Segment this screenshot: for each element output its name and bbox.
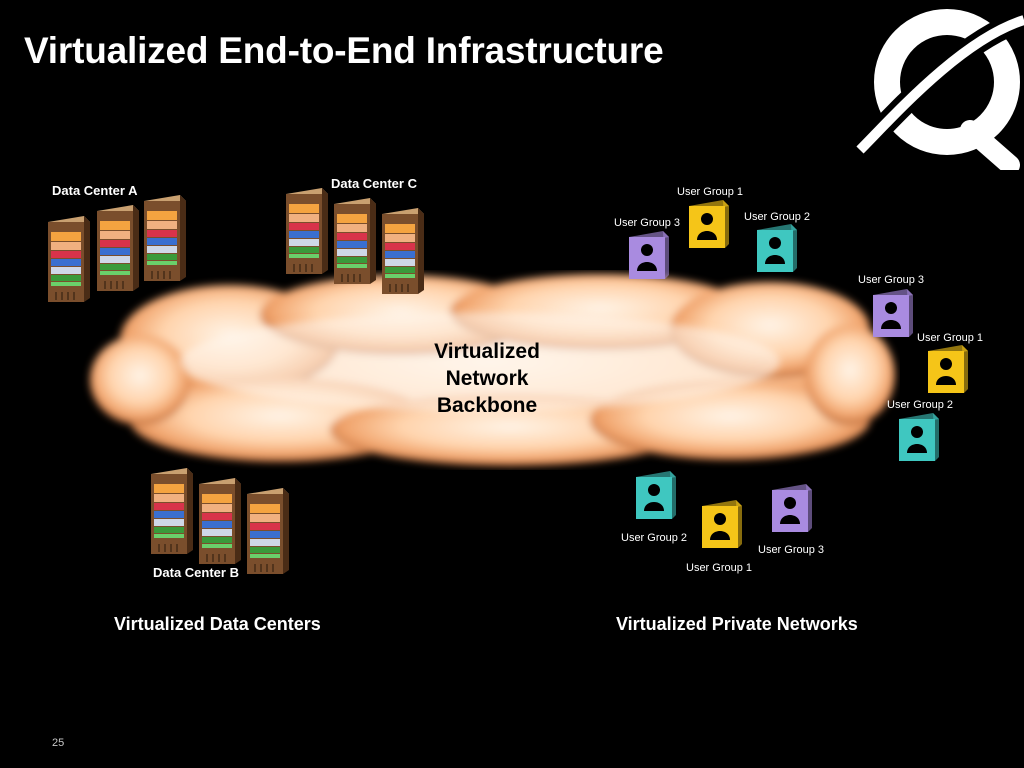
user-group-icon	[755, 224, 797, 274]
user-group-icon	[897, 413, 939, 463]
user-group-label: User Group 1	[917, 332, 984, 344]
server-rack-icon	[93, 203, 139, 293]
user-group-icon	[634, 471, 676, 521]
user-group-label: User Group 2	[621, 532, 688, 544]
data-center-c-label: Data Center C	[331, 176, 417, 191]
server-rack-icon	[140, 193, 186, 283]
server-rack-icon	[243, 486, 289, 576]
network-backbone-cloud	[90, 274, 895, 466]
user-group-label: User Group 3	[858, 274, 925, 286]
user-group-icon	[871, 289, 913, 339]
backbone-label-line: Network	[445, 367, 529, 390]
slide-title: Virtualized End-to-End Infrastructure	[24, 30, 664, 71]
server-rack-icon	[147, 466, 193, 556]
user-group-icon	[627, 231, 669, 281]
page-number: 25	[52, 737, 65, 749]
data-center-a-label: Data Center A	[52, 183, 138, 198]
user-group-label: User Group 3	[758, 544, 825, 556]
server-rack-icon	[330, 196, 376, 286]
user-group-label: User Group 3	[614, 217, 681, 229]
server-rack-icon	[378, 206, 424, 296]
server-rack-icon	[282, 186, 328, 276]
backbone-label-line: Virtualized	[434, 340, 540, 363]
server-rack-icon	[44, 214, 90, 304]
user-group-label: User Group 2	[887, 399, 954, 411]
section-label-data-centers: Virtualized Data Centers	[114, 614, 321, 634]
data-center-b-label: Data Center B	[153, 565, 239, 580]
backbone-label: Virtualized Network Backbone	[400, 338, 574, 419]
user-group-icon	[770, 484, 812, 534]
user-group-label: User Group 1	[677, 186, 744, 198]
server-rack-icon	[195, 476, 241, 566]
nortel-globe-logo	[852, 9, 1024, 170]
user-group-label: User Group 2	[744, 211, 811, 223]
user-group-icon	[687, 200, 729, 250]
user-group-icon	[700, 500, 742, 550]
section-label-private-networks: Virtualized Private Networks	[616, 614, 858, 634]
user-group-label: User Group 1	[686, 562, 753, 574]
user-group-icon	[926, 345, 968, 395]
backbone-label-line: Backbone	[436, 394, 538, 417]
